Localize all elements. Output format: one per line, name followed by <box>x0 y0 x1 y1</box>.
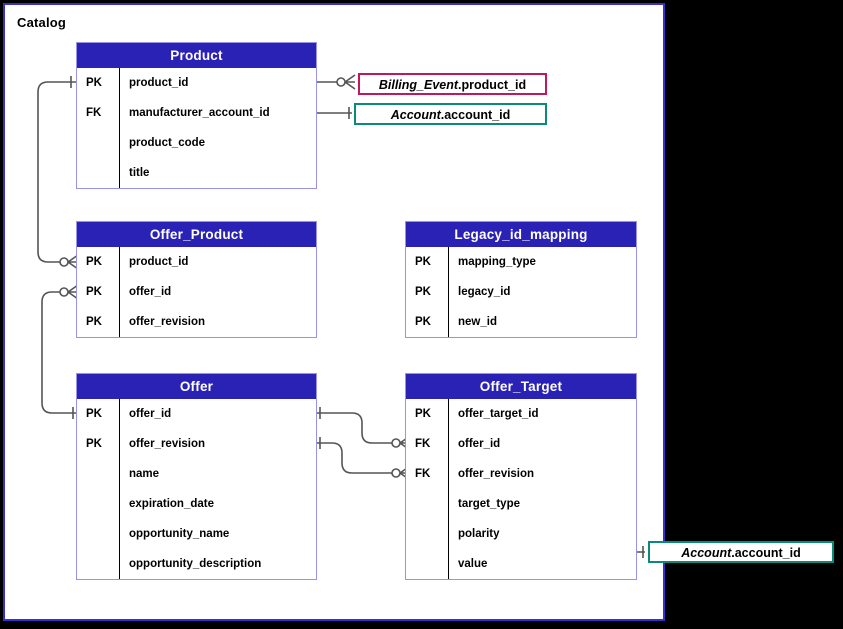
entity-offer-product[interactable]: Offer_Product PK product_id PK offer_id … <box>76 221 317 338</box>
attribute-name: product_id <box>129 77 189 89</box>
attribute-key: PK <box>86 77 102 89</box>
attribute-name: opportunity_name <box>129 528 230 540</box>
attribute-row-offer-offer-revision[interactable]: PK offer_revision <box>77 429 316 459</box>
attribute-key: PK <box>86 408 102 420</box>
attribute-row-offerproduct-offer-revision[interactable]: PK offer_revision <box>77 307 316 337</box>
attribute-name: title <box>129 167 150 179</box>
attribute-name: offer_revision <box>458 468 535 480</box>
attribute-key: PK <box>415 408 431 420</box>
attribute-key: PK <box>415 256 431 268</box>
attribute-row-legacy-new-id[interactable]: PK new_id <box>406 307 636 337</box>
entity-offer-product-title: Offer_Product <box>77 222 316 247</box>
attribute-name: name <box>129 468 160 480</box>
entity-offer-body: PK offer_id PK offer_revision name expir… <box>77 399 316 579</box>
entity-legacy-id-mapping[interactable]: Legacy_id_mapping PK mapping_type PK leg… <box>405 221 637 338</box>
attribute-row-legacy-legacy-id[interactable]: PK legacy_id <box>406 277 636 307</box>
attribute-name: offer_id <box>129 408 172 420</box>
attribute-row-offer-expiration-date[interactable]: expiration_date <box>77 489 316 519</box>
external-ref-table-name: Account <box>390 108 441 122</box>
attribute-name: offer_id <box>129 286 172 298</box>
entity-product[interactable]: Product PK product_id FK manufacturer_ac… <box>76 42 317 189</box>
attribute-row-offertarget-offer-id[interactable]: FK offer_id <box>406 429 636 459</box>
attribute-name: product_code <box>129 137 206 149</box>
external-ref-table-name: Account <box>681 546 732 560</box>
entity-legacy-id-mapping-body: PK mapping_type PK legacy_id PK new_id <box>406 247 636 337</box>
attribute-key: PK <box>86 256 102 268</box>
entity-legacy-id-mapping-title: Legacy_id_mapping <box>406 222 636 247</box>
external-ref-separator: . <box>731 546 735 560</box>
external-ref-column-name: product_id <box>461 78 527 92</box>
attribute-row-legacy-mapping-type[interactable]: PK mapping_type <box>406 247 636 277</box>
key-column-divider <box>448 247 449 337</box>
attribute-row-offertarget-target-type[interactable]: target_type <box>406 489 636 519</box>
attribute-name: offer_id <box>458 438 501 450</box>
attribute-row-product-product-code[interactable]: product_code <box>77 128 316 158</box>
entity-offer[interactable]: Offer PK offer_id PK offer_revision name… <box>76 373 317 580</box>
attribute-row-product-title[interactable]: title <box>77 158 316 188</box>
external-ref-account-account-id-top[interactable]: Account.account_id <box>354 103 547 125</box>
entity-offer-target-body: PK offer_target_id FK offer_id FK offer_… <box>406 399 636 579</box>
attribute-row-offer-opportunity-description[interactable]: opportunity_description <box>77 549 316 579</box>
key-column-divider <box>119 247 120 337</box>
key-column-divider <box>448 399 449 579</box>
attribute-name: manufacturer_account_id <box>129 107 270 119</box>
attribute-row-offerproduct-product-id[interactable]: PK product_id <box>77 247 316 277</box>
attribute-row-product-manufacturer-account-id[interactable]: FK manufacturer_account_id <box>77 98 316 128</box>
attribute-name: legacy_id <box>458 286 511 298</box>
entity-offer-target[interactable]: Offer_Target PK offer_target_id FK offer… <box>405 373 637 580</box>
attribute-name: opportunity_description <box>129 558 262 570</box>
attribute-key: FK <box>86 107 102 119</box>
attribute-key: PK <box>86 438 102 450</box>
attribute-row-offer-name[interactable]: name <box>77 459 316 489</box>
attribute-row-offertarget-polarity[interactable]: polarity <box>406 519 636 549</box>
attribute-row-offerproduct-offer-id[interactable]: PK offer_id <box>77 277 316 307</box>
attribute-name: product_id <box>129 256 189 268</box>
attribute-name: polarity <box>458 528 500 540</box>
entity-offer-target-title: Offer_Target <box>406 374 636 399</box>
external-ref-column-name: account_id <box>444 108 511 122</box>
key-column-divider <box>119 399 120 579</box>
external-ref-separator: . <box>458 78 462 92</box>
attribute-name: target_type <box>458 498 520 510</box>
attribute-name: offer_revision <box>129 316 206 328</box>
attribute-row-product-product-id[interactable]: PK product_id <box>77 68 316 98</box>
attribute-name: mapping_type <box>458 256 536 268</box>
page-title: Catalog <box>17 15 67 30</box>
attribute-key: FK <box>415 438 431 450</box>
attribute-row-offertarget-value[interactable]: value <box>406 549 636 579</box>
external-ref-separator: . <box>440 108 445 122</box>
entity-offer-product-body: PK product_id PK offer_id PK offer_revis… <box>77 247 316 337</box>
attribute-key: PK <box>86 286 102 298</box>
attribute-row-offertarget-offer-revision[interactable]: FK offer_revision <box>406 459 636 489</box>
external-ref-column-name: account_id <box>734 546 801 560</box>
external-ref-account-account-id-bottom[interactable]: Account.account_id <box>648 541 834 563</box>
attribute-name: new_id <box>458 316 497 328</box>
attribute-row-offer-opportunity-name[interactable]: opportunity_name <box>77 519 316 549</box>
entity-offer-title: Offer <box>77 374 316 399</box>
attribute-key: FK <box>415 468 431 480</box>
attribute-row-offer-offer-id[interactable]: PK offer_id <box>77 399 316 429</box>
attribute-row-offertarget-offer-target-id[interactable]: PK offer_target_id <box>406 399 636 429</box>
attribute-key: PK <box>415 316 431 328</box>
external-ref-billing-event-product-id[interactable]: Billing_Event.product_id <box>358 73 547 95</box>
attribute-key: PK <box>86 316 102 328</box>
attribute-key: PK <box>415 286 431 298</box>
attribute-name: offer_target_id <box>458 408 539 420</box>
external-ref-table-name: Billing_Event <box>378 78 459 92</box>
entity-product-title: Product <box>77 43 316 68</box>
attribute-name: value <box>458 558 488 570</box>
key-column-divider <box>119 68 120 188</box>
attribute-name: expiration_date <box>129 498 214 510</box>
attribute-name: offer_revision <box>129 438 206 450</box>
entity-product-body: PK product_id FK manufacturer_account_id… <box>77 68 316 188</box>
